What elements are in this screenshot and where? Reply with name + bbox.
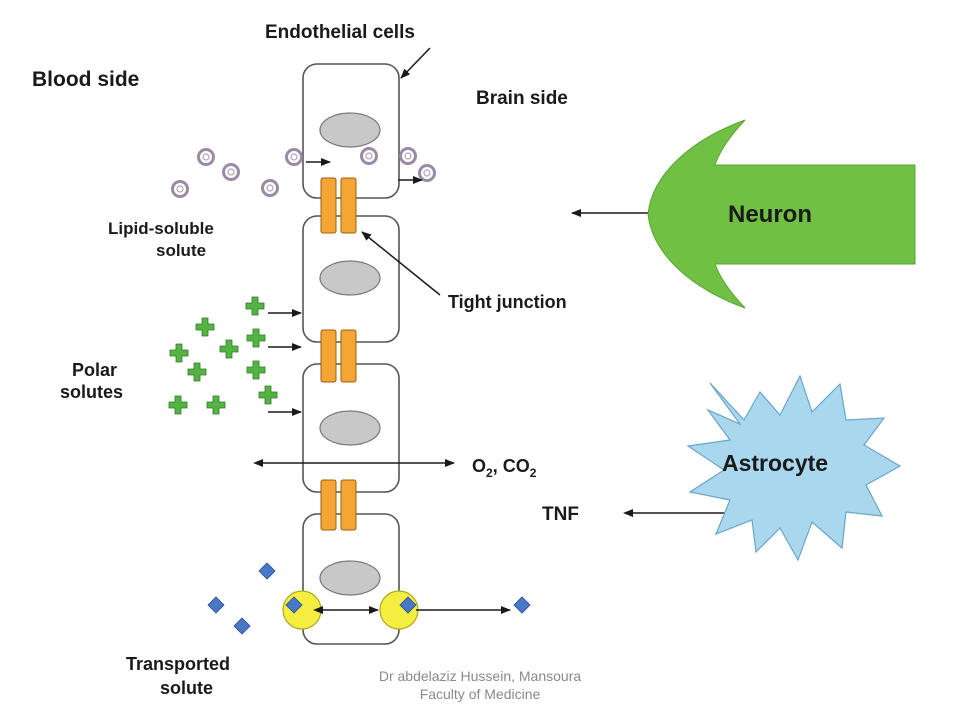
lipid-solute xyxy=(399,147,417,165)
transported-solute xyxy=(233,617,251,635)
polar-solute xyxy=(206,395,226,415)
transported-solute xyxy=(399,596,417,614)
polar-solutes xyxy=(168,296,278,415)
polar-solute xyxy=(169,343,189,363)
o2-subscript: 2 xyxy=(486,466,493,480)
polar-solute xyxy=(246,328,266,348)
nucleus-4 xyxy=(319,560,381,596)
lipid-soluble-label-line2: solute xyxy=(156,241,206,260)
tight-junction-1a xyxy=(320,177,337,234)
transported-solute xyxy=(285,596,303,614)
nucleus-2 xyxy=(319,260,381,296)
lipid-solute xyxy=(418,164,436,182)
tight-junction-2b xyxy=(340,329,357,383)
footer-credit: Dr abdelaziz Hussein, Mansoura Faculty o… xyxy=(340,667,620,703)
astrocyte-label: Astrocyte xyxy=(722,450,828,476)
lipid-solute xyxy=(360,147,378,165)
nuclei xyxy=(319,112,381,596)
endothelial-label-arrow xyxy=(400,47,431,79)
transported-solute-label-line2: solute xyxy=(160,678,213,698)
tight-junction-3a xyxy=(320,479,337,531)
polar-solute xyxy=(258,385,278,405)
polar-solute xyxy=(195,317,215,337)
arrows xyxy=(253,47,761,614)
polar-solute xyxy=(246,360,266,380)
co2-subscript: 2 xyxy=(530,466,537,480)
transported-solute xyxy=(513,596,531,614)
transported-solute-label-line1: Transported xyxy=(126,654,230,674)
o2-text: O xyxy=(472,456,486,476)
footer-line-2: Faculty of Medicine xyxy=(419,686,541,702)
lipid-soluble-solutes xyxy=(171,147,436,198)
polar-solutes-label-line2: solutes xyxy=(60,382,123,402)
lipid-solute xyxy=(197,148,215,166)
gas-label: O2, CO2 xyxy=(472,456,537,480)
polar-solute xyxy=(168,395,188,415)
neuron-shape xyxy=(647,119,916,309)
nucleus-1 xyxy=(319,112,381,148)
polar-solute xyxy=(245,296,265,316)
neuron-label: Neuron xyxy=(728,201,812,228)
footer-line-1: Dr abdelaziz Hussein, Mansoura xyxy=(378,668,582,684)
tight-junction-2a xyxy=(320,329,337,383)
lipid-soluble-label-line1: Lipid-soluble xyxy=(108,219,214,238)
polar-solute xyxy=(219,339,239,359)
tight-junctions xyxy=(320,177,357,531)
transported-solute xyxy=(207,596,225,614)
tight-junction-label-arrow xyxy=(361,231,441,296)
astrocyte-shape xyxy=(686,374,902,562)
lipid-solute xyxy=(171,180,189,198)
transported-solutes xyxy=(207,562,531,635)
lipid-solute xyxy=(222,163,240,181)
lipid-solute xyxy=(261,179,279,197)
tnf-label: TNF xyxy=(542,504,579,525)
polar-solutes-label-line1: Polar xyxy=(72,360,117,380)
lipid-solute xyxy=(285,148,303,166)
nucleus-3 xyxy=(319,410,381,446)
transporter-right xyxy=(379,590,419,630)
tight-junction-label: Tight junction xyxy=(448,292,567,312)
endothelial-cells-label: Endothelial cells xyxy=(265,22,415,43)
co2-text: , CO xyxy=(493,456,530,476)
transported-solute xyxy=(258,562,276,580)
brain-side-label: Brain side xyxy=(476,88,568,109)
transporter-left xyxy=(282,590,322,630)
blood-side-label: Blood side xyxy=(32,68,139,91)
tight-junction-3b xyxy=(340,479,357,531)
polar-solute xyxy=(187,362,207,382)
tight-junction-1b xyxy=(340,177,357,234)
